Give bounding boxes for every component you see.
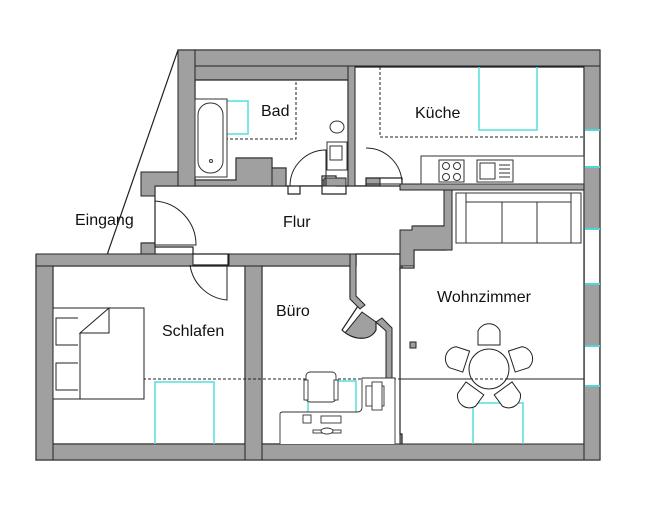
doors bbox=[154, 147, 403, 301]
toilet bbox=[326, 120, 348, 171]
kitchen-counter bbox=[420, 155, 585, 185]
room-label-wohnzimmer: Wohnzimmer bbox=[437, 289, 531, 306]
desk bbox=[279, 371, 396, 444]
room-label-schlafen: Schlafen bbox=[162, 323, 225, 340]
column bbox=[409, 341, 417, 349]
windows bbox=[585, 129, 600, 387]
room-label-kueche: Küche bbox=[415, 105, 461, 122]
bed bbox=[52, 306, 145, 400]
room-label-flur: Flur bbox=[283, 214, 311, 231]
sofa bbox=[455, 192, 582, 244]
room-label-eingang: Eingang bbox=[75, 212, 134, 229]
room-label-buero: Büro bbox=[276, 303, 310, 320]
dining-table bbox=[444, 323, 534, 409]
bathtub bbox=[194, 98, 228, 178]
room-label-bad: Bad bbox=[261, 103, 290, 120]
